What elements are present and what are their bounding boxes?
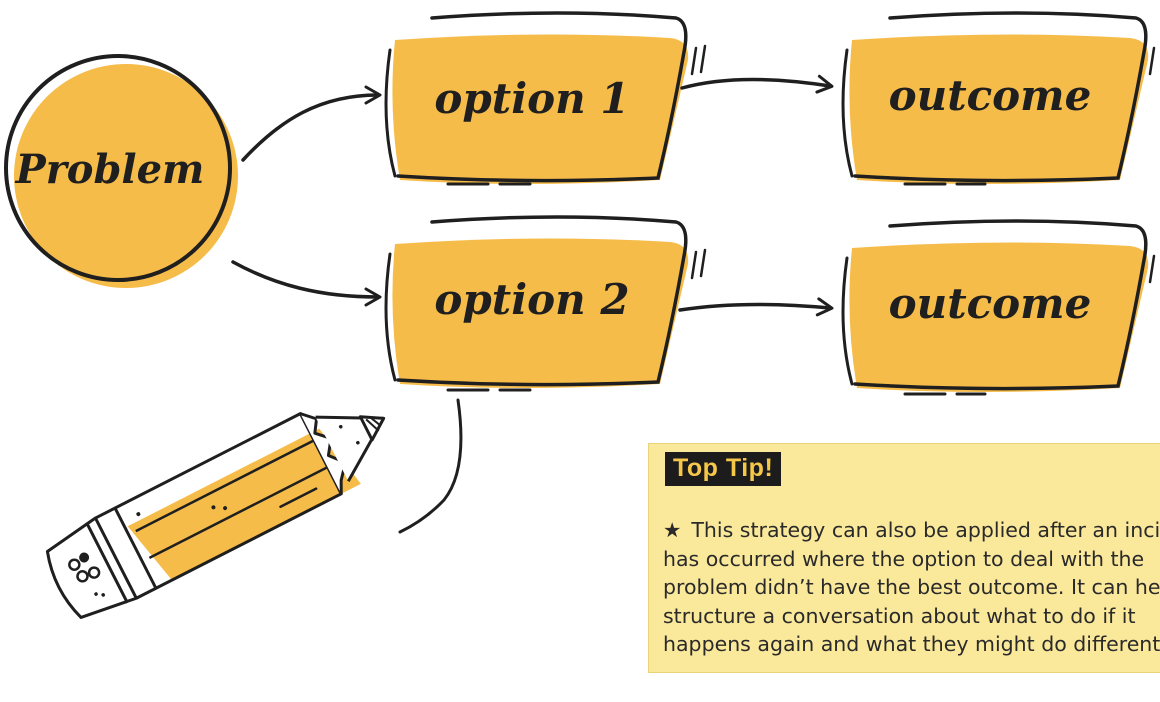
arrow-option1-to-outcome1 (680, 74, 834, 94)
top-tip-body: ★This strategy can also be applied after… (663, 516, 1160, 659)
pencil-illustration (45, 412, 386, 619)
option2-node: option 2 (384, 215, 707, 392)
arrow-problem-to-option2 (231, 260, 382, 307)
problem-node: Problem (4, 54, 238, 288)
top-tip-box: Top Tip! ★This strategy can also be appl… (648, 443, 1160, 673)
outcome2-node: outcome (841, 219, 1156, 396)
arrow-problem-to-option1 (241, 85, 382, 162)
option1-label: option 1 (434, 74, 629, 123)
pencil-connector-line (398, 398, 463, 534)
outcome2-label: outcome (889, 279, 1092, 328)
option2-label: option 2 (434, 275, 629, 324)
top-tip-text: This strategy can also be applied after … (663, 518, 1160, 656)
arrow-option2-to-outcome2 (678, 297, 834, 317)
outcome1-node: outcome (841, 11, 1156, 186)
star-icon: ★ (663, 518, 682, 542)
top-tip-title: Top Tip! (665, 452, 782, 486)
outcome1-label: outcome (889, 71, 1092, 120)
problem-label: Problem (15, 146, 205, 193)
option1-node: option 1 (384, 11, 707, 186)
